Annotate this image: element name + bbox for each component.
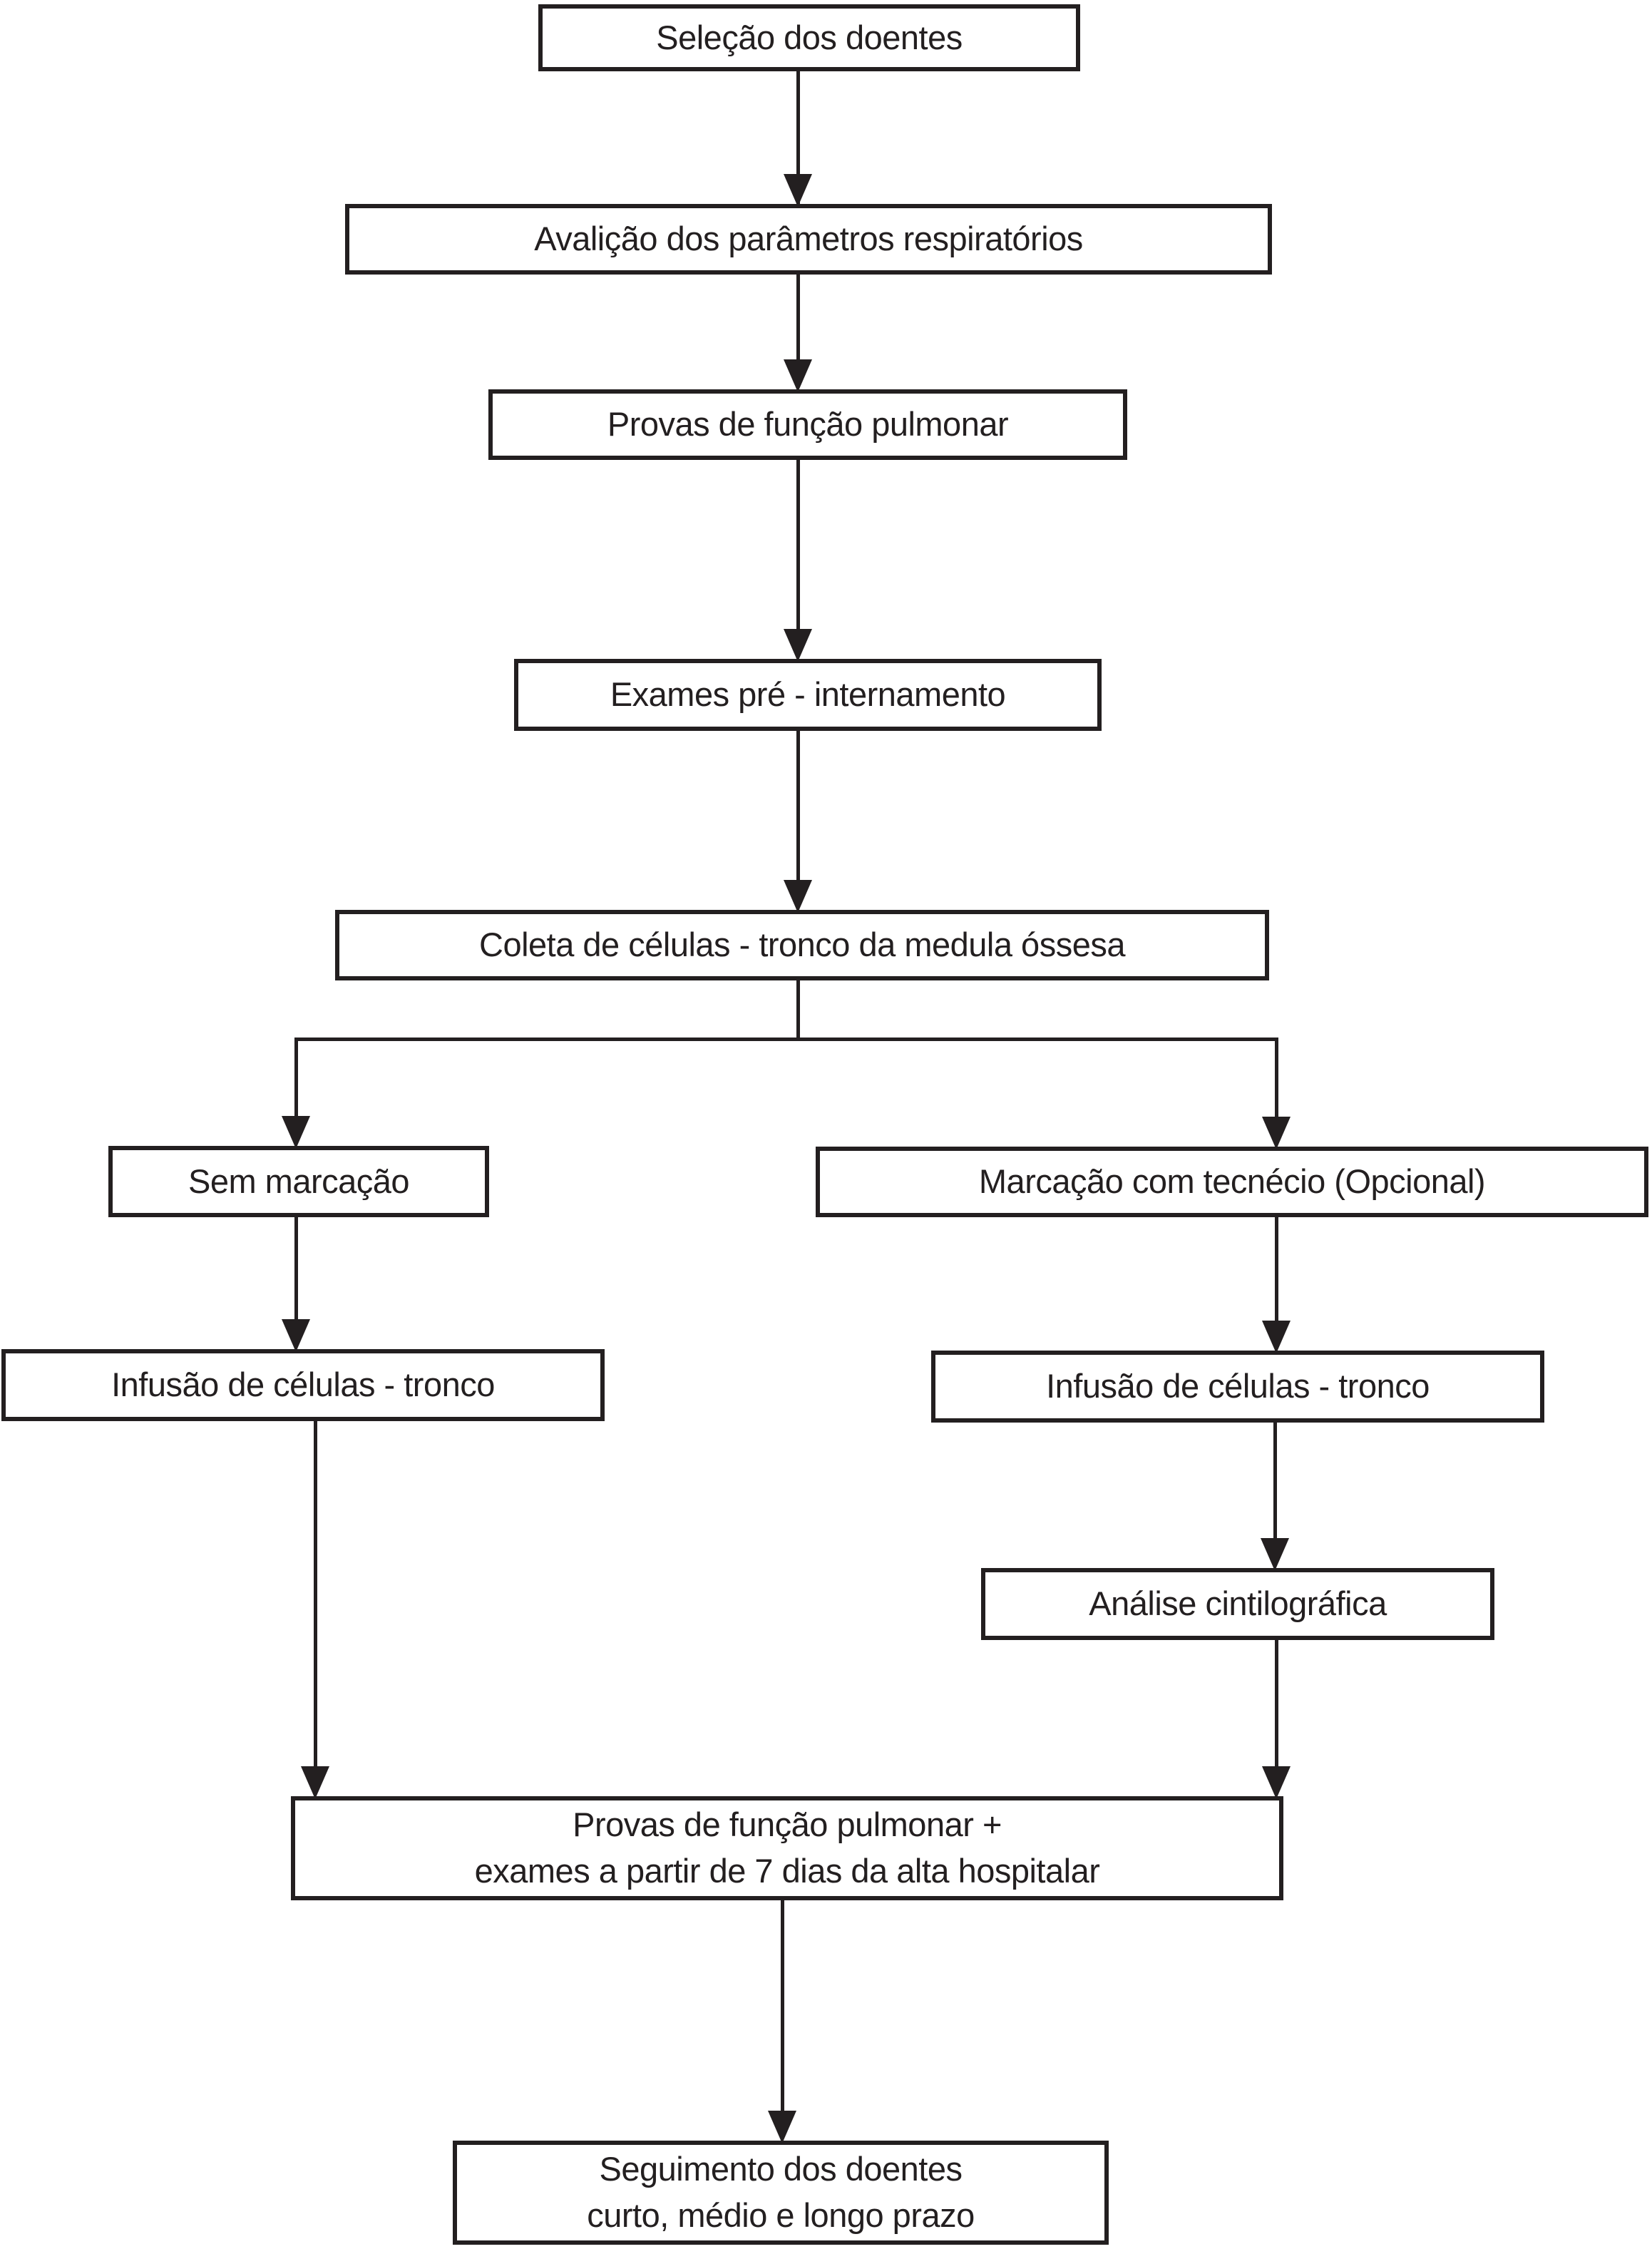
- node-marcacao-tecnecio: Marcação com tecnécio (Opcional): [816, 1147, 1648, 1217]
- node-label: Infusão de células - tronco: [1046, 1367, 1430, 1405]
- edge-analise-provas-pos-line: [1275, 1639, 1278, 1793]
- edge-infusao-dir-analise-arrowhead-icon: [1261, 1538, 1289, 1571]
- edge-avaliacao-provas-line: [796, 273, 800, 386]
- edge-coleta-split-stem-line: [796, 979, 800, 1041]
- node-label: Sem marcação: [188, 1162, 410, 1200]
- node-coleta-celulas-tronco: Coleta de células - tronco da medula óss…: [335, 910, 1269, 980]
- edge-exames-coleta-line: [796, 729, 800, 907]
- node-infusao-celulas-tronco-direita: Infusão de células - tronco: [931, 1351, 1544, 1423]
- node-avalicao-parametros: Avalição dos parâmetros respiratórios: [345, 204, 1272, 275]
- node-label-line1: Seguimento dos doentes: [599, 2150, 963, 2188]
- edge-marcacao-infusao-line: [1275, 1216, 1278, 1348]
- node-label: Provas de função pulmonar: [607, 405, 1009, 444]
- node-label-line2: curto, médio e longo prazo: [587, 2196, 975, 2234]
- edge-provas-exames-line: [796, 458, 800, 656]
- edge-avaliacao-provas-arrowhead-icon: [784, 359, 812, 392]
- edge-selecao-avaliacao-line: [796, 68, 800, 204]
- node-selecao-dos-doentes: Seleção dos doentes: [538, 4, 1080, 71]
- edge-split-sem-marcacao-line: [294, 1038, 298, 1143]
- node-provas-funcao-pulmonar: Provas de função pulmonar: [488, 389, 1127, 460]
- edge-infusao-esq-provas-pos-arrowhead-icon: [301, 1766, 329, 1799]
- node-label: Exames pré - internamento: [610, 675, 1006, 714]
- node-label: Seleção dos doentes: [656, 18, 963, 56]
- node-label: Avalição dos parâmetros respiratórios: [534, 220, 1083, 258]
- edge-provas-pos-seguimento-line: [781, 1899, 784, 2138]
- edge-sem-marcacao-infusao-arrowhead-icon: [282, 1319, 310, 1352]
- node-infusao-celulas-tronco-esquerda: Infusão de células - tronco: [1, 1349, 605, 1421]
- edge-coleta-split-bar-line: [294, 1038, 1278, 1041]
- node-label-line1: Provas de função pulmonar +: [573, 1805, 1002, 1844]
- edge-exames-coleta-arrowhead-icon: [784, 880, 812, 913]
- node-label-line2: exames a partir de 7 dias da alta hospit…: [474, 1852, 1100, 1890]
- edge-marcacao-infusao-arrowhead-icon: [1262, 1321, 1291, 1353]
- edge-split-sem-marcacao-arrowhead-icon: [282, 1116, 310, 1149]
- edge-selecao-avaliacao-arrowhead-icon: [784, 174, 812, 207]
- node-label: Coleta de células - tronco da medula óss…: [479, 926, 1125, 964]
- edge-infusao-esq-provas-pos-line: [314, 1420, 317, 1793]
- node-sem-marcacao: Sem marcação: [108, 1146, 489, 1217]
- node-label: Análise cintilográfica: [1089, 1584, 1387, 1623]
- edge-provas-pos-seguimento-arrowhead-icon: [768, 2111, 796, 2143]
- edge-split-marcacao-arrowhead-icon: [1262, 1117, 1291, 1149]
- node-analise-cintilografica: Análise cintilográfica: [981, 1568, 1494, 1640]
- node-exames-pre-internamento: Exames pré - internamento: [514, 659, 1102, 731]
- node-label: Infusão de células - tronco: [111, 1366, 495, 1404]
- edge-split-marcacao-line: [1275, 1038, 1278, 1144]
- edge-analise-provas-pos-arrowhead-icon: [1262, 1766, 1291, 1799]
- edge-infusao-dir-analise-line: [1273, 1421, 1277, 1565]
- edge-provas-exames-arrowhead-icon: [784, 629, 812, 662]
- node-provas-pos-alta: Provas de função pulmonar + exames a par…: [291, 1796, 1283, 1900]
- node-seguimento-doentes: Seguimento dos doentes curto, médio e lo…: [453, 2141, 1109, 2245]
- node-label: Marcação com tecnécio (Opcional): [978, 1162, 1486, 1201]
- edge-sem-marcacao-infusao-line: [294, 1216, 298, 1346]
